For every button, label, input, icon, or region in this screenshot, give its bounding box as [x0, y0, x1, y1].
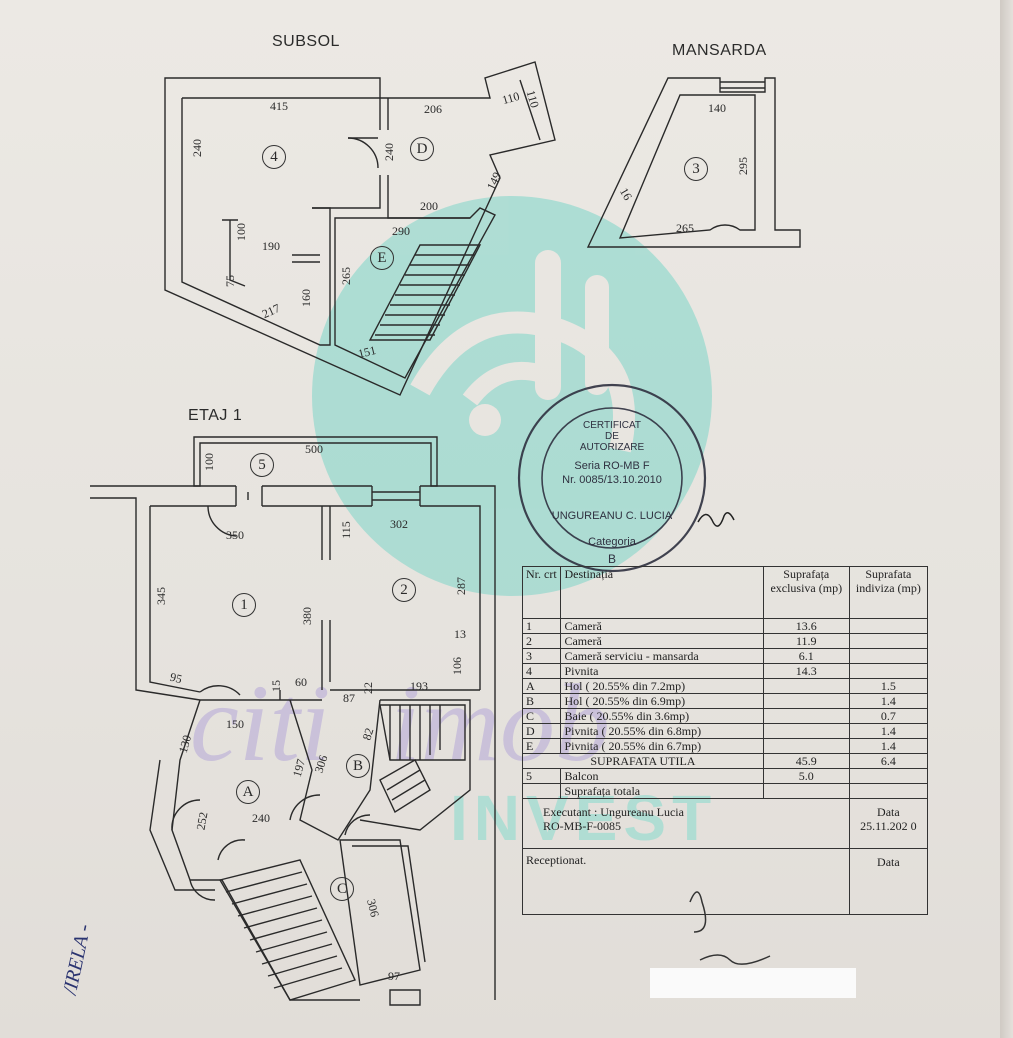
header-indiviza: Suprafata indiviza (mp) — [848, 566, 929, 619]
room-marker-1: 1 — [232, 593, 256, 617]
dim-label: 140 — [708, 101, 726, 115]
room-marker-b: B — [346, 754, 370, 778]
signature-mark — [697, 512, 735, 527]
dim-label: 22 — [361, 682, 375, 694]
svg-text:citi: citi — [190, 662, 331, 784]
dim-label: 287 — [454, 577, 468, 595]
dim-label: 115 — [338, 521, 353, 539]
dim-label: 415 — [270, 99, 288, 113]
dim-label: 100 — [202, 453, 216, 471]
room-marker-a: A — [236, 780, 260, 804]
dim-label: 106 — [450, 657, 464, 675]
room-marker-2: 2 — [392, 578, 416, 602]
dim-label: 190 — [262, 239, 280, 253]
room-marker-3: 3 — [684, 157, 708, 181]
dim-label: 97 — [388, 969, 400, 983]
stamp-holder: UNGUREANU C. LUCIA — [551, 510, 673, 522]
dim-label: 200 — [420, 199, 438, 213]
dim-label: 252 — [193, 810, 211, 832]
dim-label: 240 — [252, 811, 270, 825]
room-marker-4: 4 — [262, 145, 286, 169]
table-row-total: Suprafața totala — [521, 783, 929, 799]
header-exclusiva: Suprafața exclusiva (mp) — [762, 566, 850, 619]
dim-label: 193 — [410, 679, 428, 693]
room-marker-e: E — [370, 246, 394, 270]
room-marker-c: C — [330, 877, 354, 901]
section-title-mansarda: MANSARDA — [672, 42, 767, 59]
surface-table: Nr. crt Destinația Suprafața exclusiva (… — [521, 566, 929, 915]
stamp-category-label: Categoria — [588, 536, 636, 548]
dim-label: 150 — [226, 717, 244, 731]
dim-label: 345 — [154, 587, 168, 605]
stamp-category: B — [607, 552, 616, 566]
header-destinatia: Destinația — [560, 566, 764, 619]
stamp-text: CERTIFICAT DE AUTORIZARE — [579, 420, 645, 453]
table-row-executant: Executant : Ungureanu Lucia RO-MB-F-0085… — [522, 798, 929, 849]
dim-label: 265 — [676, 221, 694, 235]
stamp-number: Nr. 0085/13.10.2010 — [562, 474, 662, 486]
room-marker-5: 5 — [250, 453, 274, 477]
dim-label: 13 — [454, 627, 466, 641]
dim-label: 306 — [364, 897, 382, 919]
paper-edge — [1000, 0, 1013, 1038]
dim-label: 500 — [305, 442, 323, 456]
dim-label: 15 — [269, 680, 283, 692]
watermark-logo — [312, 196, 712, 596]
dim-label: 60 — [295, 675, 307, 689]
dim-label: 290 — [392, 224, 410, 238]
section-title-etaj: ETAJ 1 — [188, 407, 243, 424]
stamp-series: Seria RO-MB F — [574, 460, 650, 472]
dim-label: 160 — [299, 289, 313, 307]
redaction-box — [650, 968, 856, 998]
dim-label: 87 — [343, 691, 355, 705]
dim-label: 240 — [382, 143, 396, 161]
header-nr: Nr. crt — [521, 566, 562, 619]
dim-label: 75 — [223, 275, 237, 287]
room-marker-d: D — [410, 137, 434, 161]
dim-label: 240 — [190, 139, 204, 157]
dim-label: 100 — [234, 223, 248, 241]
dim-label: 265 — [339, 267, 353, 285]
dim-label: 295 — [736, 157, 750, 175]
dim-label: 380 — [300, 607, 314, 625]
section-title-subsol: SUBSOL — [272, 33, 340, 50]
dim-label: 302 — [390, 517, 408, 531]
dim-label: 350 — [226, 528, 244, 542]
table-row-receptionat: Receptionat. Data — [522, 848, 929, 915]
dim-label: 206 — [424, 102, 442, 116]
